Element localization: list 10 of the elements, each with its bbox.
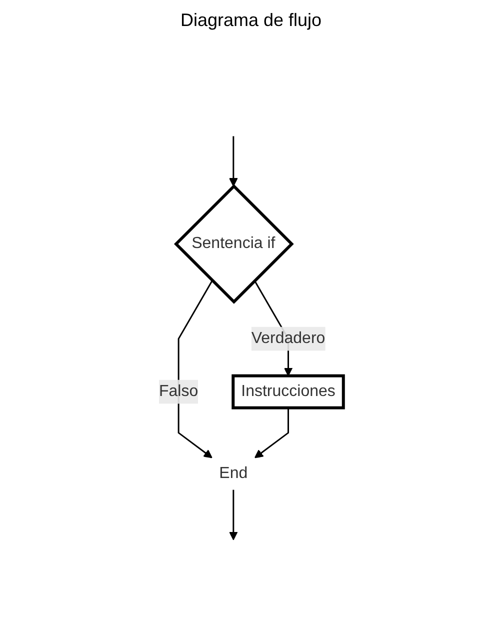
arrow [228,136,238,187]
arrow [228,490,238,540]
edge-label: Verdadero [251,330,325,347]
arrow [254,408,289,458]
edge-label: Falso [158,382,198,400]
node-text: End [218,464,248,482]
node-box: Instrucciones [231,374,345,410]
arrow [178,280,213,458]
node-diamond: Sentencia if [174,184,294,304]
diagram-title: Diagrama de flujo [180,10,322,31]
